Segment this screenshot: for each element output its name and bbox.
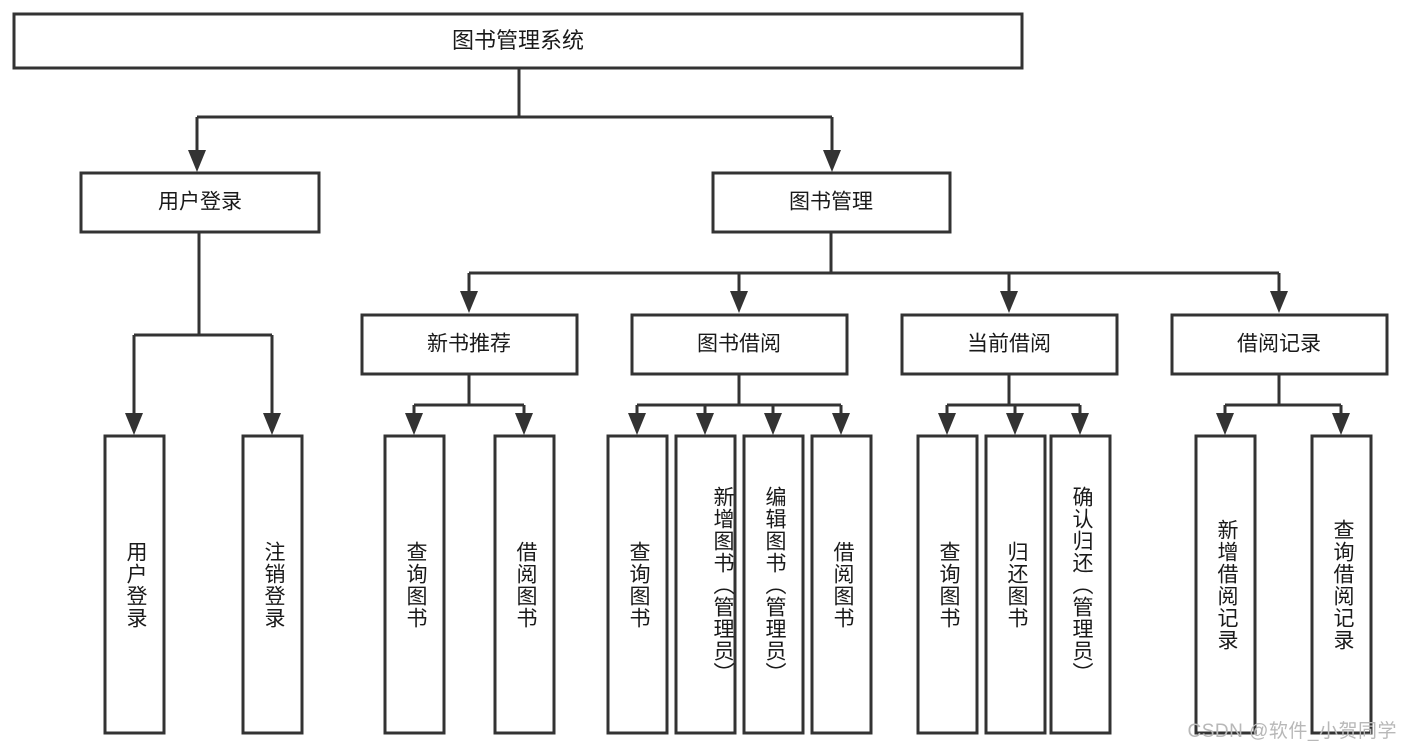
arrowhead-userlogin-1 [125,413,143,435]
leaf-boxes-borrow-record [1194,434,1373,735]
node-user-login[interactable]: 用户登录 [79,171,321,234]
leaf-box-book-borrow-2[interactable] [742,434,805,735]
arrowhead-currentborrow-2 [1006,413,1024,435]
node-book-borrow-box[interactable] [630,313,849,376]
leaf-boxes-book-borrow [606,434,873,735]
node-borrow-record-box[interactable] [1170,313,1389,376]
node-root[interactable]: 图书管理系统 [12,12,1024,70]
node-book-borrow[interactable]: 图书借阅 [630,313,849,376]
connector-group-new-book [405,375,533,435]
node-book-manage[interactable]: 图书管理 [711,171,952,234]
arrowhead-currentborrow-3 [1071,413,1089,435]
node-book-borrow-label: 图书借阅 [697,333,781,356]
arrowhead-bookmanage-3 [1000,291,1018,313]
node-new-book-box[interactable] [360,313,579,376]
connector-group-root [188,68,841,172]
arrowhead-bookmanage-4 [1270,291,1288,313]
leaf-box-current-borrow-0[interactable] [916,434,979,735]
leaf-boxes-current-borrow [916,434,1112,735]
arrowhead-currentborrow-1 [938,413,956,435]
node-borrow-record[interactable]: 借阅记录 [1170,313,1389,376]
leaf-box-book-borrow-0[interactable] [606,434,669,735]
arrowhead-bookborrow-2 [696,413,714,435]
arrowhead-bookmanage-2 [730,291,748,313]
connector-group-current-borrow [938,375,1089,435]
arrowhead-bookborrow-3 [764,413,782,435]
leaf-box-user-login-0[interactable] [103,434,166,735]
node-current-borrow[interactable]: 当前借阅 [900,313,1119,376]
leaf-box-user-login-1[interactable] [241,434,304,735]
connector-group-user-login [125,232,281,435]
node-root-label: 图书管理系统 [452,28,584,53]
node-borrow-record-label: 借阅记录 [1237,333,1321,356]
leaf-box-borrow-record-1[interactable] [1310,434,1373,735]
arrowhead-newbook-1 [405,413,423,435]
arrowhead-newbook-2 [515,413,533,435]
node-new-book-label: 新书推荐 [427,333,511,356]
leaf-box-new-book-1[interactable] [493,434,556,735]
node-book-manage-box[interactable] [711,171,952,234]
node-book-manage-label: 图书管理 [789,191,873,214]
connector-group-borrow-record [1216,375,1350,435]
arrowhead-bookborrow-4 [832,413,850,435]
node-current-borrow-label: 当前借阅 [967,333,1051,356]
node-user-login-box[interactable] [79,171,321,234]
node-current-borrow-box[interactable] [900,313,1119,376]
arrowhead-bookmanage-1 [460,291,478,313]
leaf-boxes-new-book [383,434,556,735]
leaf-box-book-borrow-3[interactable] [810,434,873,735]
arrowhead-userlogin-2 [263,413,281,435]
node-user-login-label: 用户登录 [158,191,242,214]
arrowhead-borrowrecord-1 [1216,413,1234,435]
leaf-box-book-borrow-1[interactable] [674,434,737,735]
arrowhead-root-1 [188,150,206,172]
node-new-book[interactable]: 新书推荐 [360,313,579,376]
arrowhead-borrowrecord-2 [1332,413,1350,435]
leaf-box-current-borrow-2[interactable] [1049,434,1112,735]
arrowhead-bookborrow-1 [628,413,646,435]
leaf-boxes-user-login [103,434,304,735]
connector-group-book-borrow [628,375,850,435]
csdn-watermark: CSDN @软件_小贺同学 [1187,721,1397,742]
leaf-box-current-borrow-1[interactable] [984,434,1047,735]
leaf-box-borrow-record-0[interactable] [1194,434,1257,735]
node-root-box[interactable] [12,12,1024,70]
connector-group-book-manage [460,232,1288,313]
leaf-box-new-book-0[interactable] [383,434,446,735]
arrowhead-root-2 [823,150,841,172]
